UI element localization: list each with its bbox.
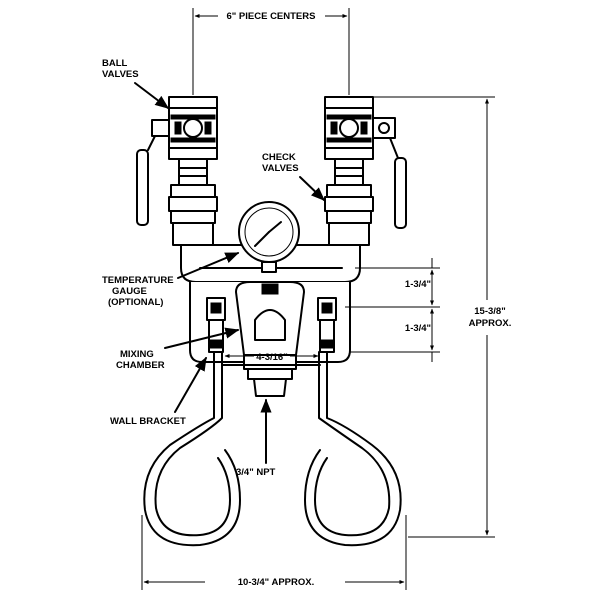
left-ball-valve — [136, 96, 218, 226]
wall-bracket-callout: WALL BRACKET — [110, 356, 207, 427]
mixing-chamber — [235, 281, 305, 397]
npt-label: 3/4" NPT — [236, 467, 276, 478]
temperature-gauge-callout: TEMPERATURE GAUGE (OPTIONAL) — [102, 252, 240, 308]
right-ball-valve — [324, 96, 407, 229]
height-label-line1: 15-3/8" — [474, 306, 505, 317]
wall-bracket-label: WALL BRACKET — [110, 416, 186, 427]
height-dimension: 15-3/8" APPROX. — [352, 96, 512, 538]
vertical-dimensions: 1-3/4" 1-3/4" — [345, 258, 440, 362]
piece-centers-dimension: 6" PIECE CENTERS — [192, 8, 350, 95]
width-label: 10-3/4" APPROX. — [238, 577, 315, 588]
height-label-line2: APPROX. — [469, 318, 512, 329]
inner-width-dimension: 4-3/16" — [224, 352, 319, 363]
temperature-gauge — [238, 201, 300, 273]
width-dimension: 10-3/4" APPROX. — [141, 515, 407, 590]
ball-valves-label-line1: BALL — [102, 58, 128, 69]
dim-inner-label: 4-3/16" — [256, 352, 287, 363]
npt-callout: 3/4" NPT — [236, 398, 276, 478]
temp-label-line1: TEMPERATURE — [102, 275, 174, 286]
right-tee — [317, 297, 337, 353]
check-valves-label-line2: VALVES — [262, 163, 299, 174]
check-valves-callout: CHECK VALVES — [262, 152, 326, 201]
temp-label-line2: GAUGE — [112, 286, 147, 297]
piece-centers-label: 6" PIECE CENTERS — [227, 11, 316, 22]
mixing-label-line1: MIXING — [120, 349, 154, 360]
temp-label-line3: (OPTIONAL) — [108, 297, 163, 308]
ball-valves-label-line2: VALVES — [102, 69, 139, 80]
check-valves-label-line1: CHECK — [262, 152, 296, 163]
left-check-valve — [168, 184, 218, 246]
mixing-chamber-callout: MIXING CHAMBER — [116, 327, 240, 371]
dim-lower-label: 1-3/4" — [405, 323, 431, 334]
ball-valves-callout: BALL VALVES — [102, 58, 170, 109]
right-check-valve — [324, 184, 374, 246]
left-tee — [206, 297, 226, 353]
dim-upper-label: 1-3/4" — [405, 279, 431, 290]
mixing-label-line2: CHAMBER — [116, 360, 165, 371]
hose-loop — [143, 351, 402, 547]
